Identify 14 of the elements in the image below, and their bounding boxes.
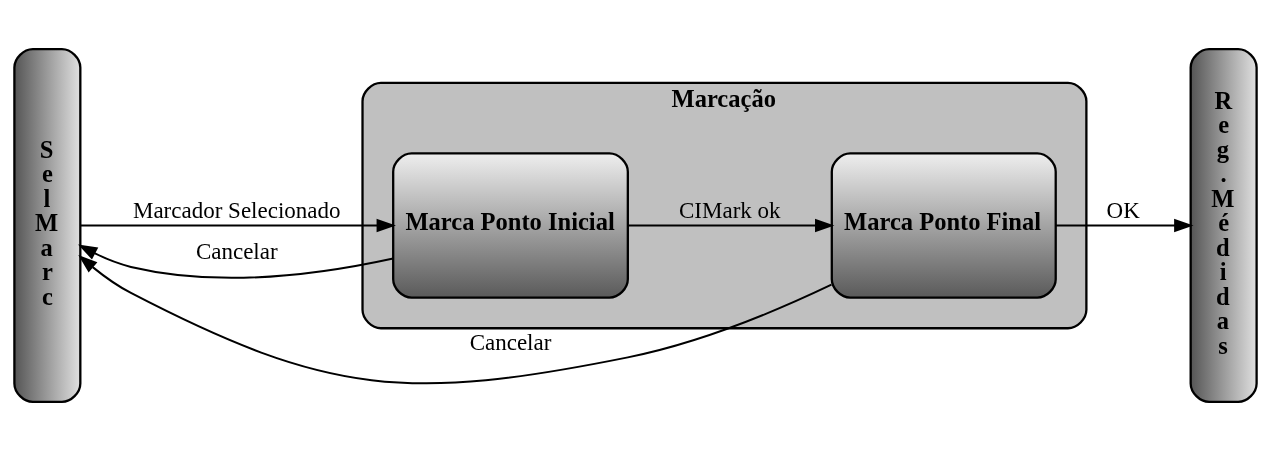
node-box: SelMarc — [13, 47, 82, 403]
node-box: Reg.Médidas — [1189, 47, 1258, 403]
arrow — [1054, 218, 1194, 232]
edge-label: CIMark ok — [679, 197, 781, 223]
arrow — [78, 244, 395, 279]
edge-label: Cancelar — [469, 329, 552, 355]
arrow — [79, 218, 396, 232]
arrow — [626, 218, 835, 232]
node-box: Marca Ponto Final — [830, 151, 1057, 299]
edge-label: Marcador Selecionado — [132, 197, 341, 223]
edge-label: Cancelar — [195, 238, 278, 264]
node-box: Marca Ponto Inicial — [392, 151, 629, 299]
arrow — [78, 254, 833, 384]
edge-label: OK — [1106, 197, 1140, 223]
